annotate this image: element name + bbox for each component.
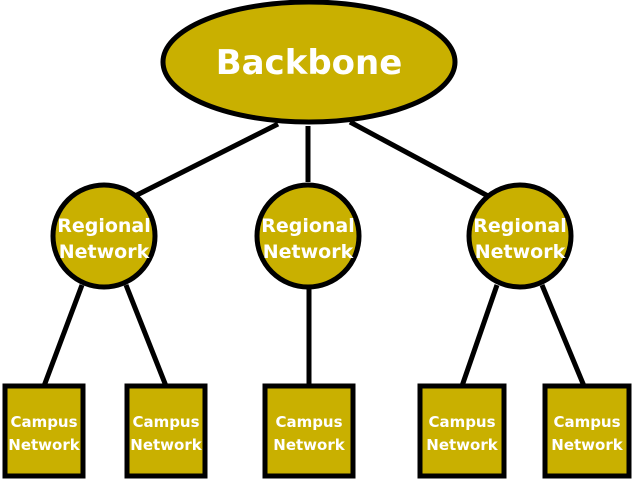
edge-regional-3-campus-5: [539, 284, 587, 387]
campus-label-line2: Network: [426, 436, 498, 454]
edge-backbone-regional-3: [348, 119, 490, 199]
campus-network-node-1: Campus Network: [2, 383, 86, 479]
campus-network-node-3: Campus Network: [262, 383, 356, 479]
regional-network-node-1: Regional Network: [50, 182, 158, 290]
campus-label-line1: Campus: [553, 413, 620, 431]
regional-label-line2: Network: [263, 241, 354, 263]
campus-network-node-4: Campus Network: [417, 383, 507, 479]
campus-network-node-5: Campus Network: [542, 383, 632, 479]
edge-regional-3-campus-4: [459, 284, 500, 387]
campus-label-line2: Network: [273, 436, 345, 454]
campus-label-line2: Network: [130, 436, 202, 454]
campus-label-line1: Campus: [10, 413, 77, 431]
regional-label-line2: Network: [475, 241, 566, 263]
regional-network-node-3: Regional Network: [466, 182, 574, 290]
edge-regional-1-campus-2: [123, 284, 169, 387]
campus-label-line2: Network: [551, 436, 623, 454]
edge-backbone-regional-1: [133, 121, 280, 199]
backbone-label: Backbone: [216, 43, 403, 83]
edge-regional-1-campus-1: [41, 284, 85, 387]
campus-label-line1: Campus: [132, 413, 199, 431]
campus-label-line1: Campus: [428, 413, 495, 431]
regional-label-line1: Regional: [261, 215, 355, 237]
campus-network-node-2: Campus Network: [124, 383, 208, 479]
regional-label-line2: Network: [59, 241, 150, 263]
campus-label-line1: Campus: [275, 413, 342, 431]
regional-label-line1: Regional: [57, 215, 151, 237]
backbone-node: Backbone: [160, 0, 458, 125]
regional-network-node-2: Regional Network: [254, 182, 362, 290]
campus-label-line2: Network: [8, 436, 80, 454]
regional-label-line1: Regional: [473, 215, 567, 237]
